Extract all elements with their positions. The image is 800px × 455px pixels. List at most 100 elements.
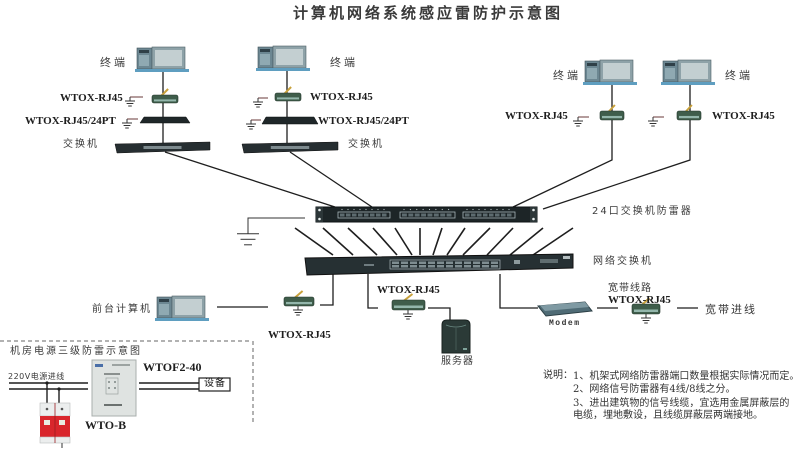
terminal-4-protector-label: WTOX-RJ45 bbox=[712, 110, 775, 122]
server bbox=[441, 319, 471, 354]
wtof-logo bbox=[95, 364, 103, 367]
mounting-hole bbox=[318, 208, 321, 212]
terminal-2-protector bbox=[274, 86, 302, 102]
core-ground-lead bbox=[247, 217, 305, 225]
switch-port bbox=[455, 261, 462, 264]
arrester-port bbox=[346, 213, 351, 217]
arrester-port bbox=[427, 213, 433, 217]
network-switch-label: 网络交换机 bbox=[593, 256, 653, 267]
port-led bbox=[448, 208, 450, 211]
note-line: 1、机架式网络防雷器端口数量根据实际情况而定。 bbox=[573, 371, 800, 382]
protector-body bbox=[151, 94, 179, 104]
tower-front-panel bbox=[139, 55, 149, 66]
arrester-port bbox=[433, 213, 439, 217]
arrester-port bbox=[489, 213, 494, 217]
network-switch bbox=[304, 253, 574, 276]
monitor-screen bbox=[155, 50, 182, 66]
core-arrester-label: 24口交换机防雷器 bbox=[592, 206, 693, 217]
monitor-screen bbox=[681, 63, 708, 79]
protector-stripe bbox=[394, 305, 423, 308]
modem bbox=[537, 301, 593, 317]
wtof-label-strip bbox=[104, 373, 120, 375]
switch-port bbox=[437, 261, 444, 264]
terminal-2-computer bbox=[256, 45, 310, 71]
wtof-indicator-panel bbox=[105, 377, 119, 395]
brand-badge bbox=[563, 256, 570, 259]
note-line: 2、网络信号防雷器有4线/8线之分。 bbox=[573, 384, 736, 395]
arrester-port bbox=[402, 213, 407, 217]
terminal-4-protector bbox=[676, 104, 702, 121]
port-led bbox=[490, 208, 492, 211]
terminal-3-cable bbox=[512, 85, 613, 208]
arrester-to-switch-cable bbox=[462, 227, 491, 256]
switch-1 bbox=[114, 141, 211, 154]
port-led bbox=[484, 208, 486, 211]
switch-port bbox=[392, 261, 399, 264]
arrester-port bbox=[382, 213, 387, 217]
tower-front-panel bbox=[665, 68, 675, 79]
junction-dot bbox=[45, 381, 49, 385]
switch-2-label: 交换机 bbox=[348, 139, 384, 150]
mounting-hole bbox=[532, 217, 535, 221]
protector-stripe bbox=[602, 115, 622, 119]
terminal-3-protector bbox=[599, 104, 625, 121]
arrester-port bbox=[364, 213, 369, 217]
arrester-port bbox=[495, 213, 500, 217]
arrester-port bbox=[340, 213, 345, 217]
port-led bbox=[502, 208, 504, 211]
monitor-screen bbox=[603, 63, 630, 79]
equipment-box bbox=[198, 377, 231, 392]
port-led bbox=[383, 208, 385, 211]
switch-port bbox=[410, 265, 417, 268]
power-incoming-label: 220V电源进线 bbox=[8, 372, 65, 381]
port-led bbox=[508, 208, 510, 211]
switch-port bbox=[446, 261, 453, 264]
switch-port bbox=[392, 265, 399, 268]
desk-base bbox=[583, 82, 637, 85]
broadband-incoming-label: 宽带进线 bbox=[705, 303, 757, 316]
tower-front-panel bbox=[159, 304, 169, 315]
terminal-2-24pt-arrester bbox=[261, 116, 319, 125]
spd-indicator bbox=[44, 420, 50, 425]
switch-port bbox=[419, 265, 426, 268]
uplink-port bbox=[514, 260, 520, 264]
wtof-label: WTOF2-40 bbox=[143, 360, 202, 374]
broadband-protector-ground bbox=[641, 314, 651, 324]
broadband-protector bbox=[631, 297, 661, 315]
arrester-to-switch-cable bbox=[446, 227, 466, 256]
port-led bbox=[353, 208, 355, 211]
broadband-line-label: 宽带线路 bbox=[608, 283, 652, 294]
port-group bbox=[462, 211, 516, 219]
switch-port bbox=[446, 265, 453, 268]
console-port bbox=[364, 264, 374, 266]
notes-heading: 说明： bbox=[543, 370, 573, 381]
protector-body bbox=[391, 299, 426, 311]
switch-2-uplink bbox=[289, 151, 373, 208]
protector-stripe bbox=[634, 309, 658, 312]
switch-port bbox=[419, 261, 426, 264]
switch-port bbox=[473, 265, 480, 268]
protector-body bbox=[283, 296, 315, 307]
arrester-to-switch-cable bbox=[432, 227, 443, 256]
wto-b-label: WTO-B bbox=[85, 418, 127, 432]
junction-dot bbox=[57, 387, 61, 391]
terminal-1-computer bbox=[135, 46, 189, 72]
status-panel bbox=[540, 259, 558, 263]
switch-port bbox=[401, 265, 408, 268]
switch-port bbox=[428, 265, 435, 268]
protector-stripe bbox=[286, 301, 312, 305]
modem-top bbox=[540, 302, 589, 311]
front-desk-protector-ground bbox=[293, 306, 303, 316]
port-led bbox=[403, 208, 405, 211]
tower-front-panel bbox=[587, 68, 597, 79]
switch-ports bbox=[143, 146, 182, 149]
server-protector-label: WTOX-RJ45 bbox=[377, 284, 440, 296]
port-led bbox=[496, 208, 498, 211]
terminal-4-protector-ground bbox=[648, 117, 658, 127]
core-arrester-ground bbox=[237, 225, 259, 246]
arrester-port bbox=[408, 213, 414, 217]
port-group bbox=[337, 211, 391, 219]
front-desk-protector-label: WTOX-RJ45 bbox=[268, 329, 331, 341]
equipment-label: 设备 bbox=[204, 378, 226, 389]
